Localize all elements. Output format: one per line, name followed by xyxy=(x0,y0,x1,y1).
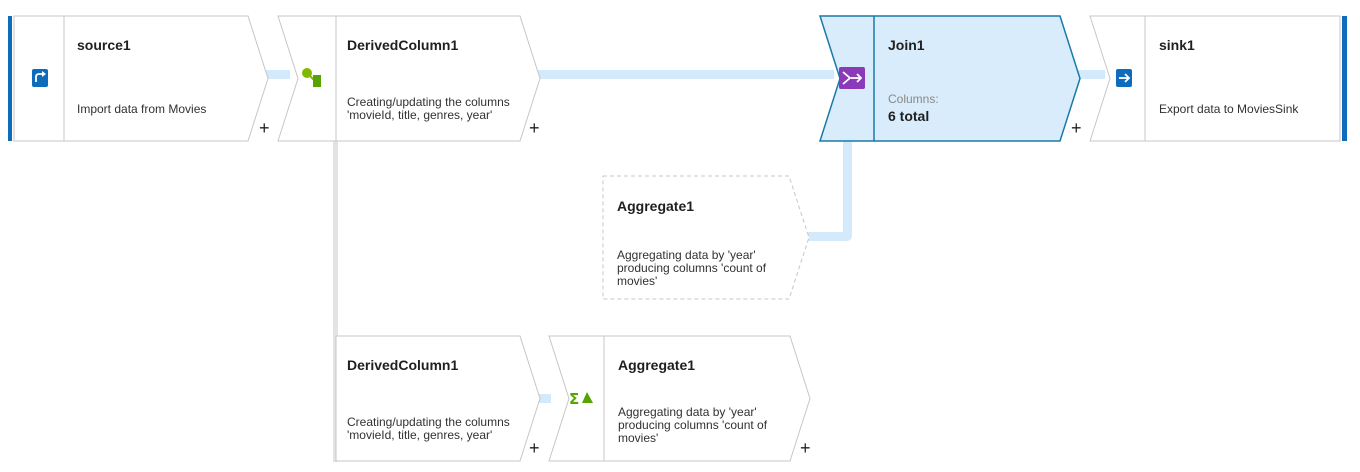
connector-join-aggregate-vertical xyxy=(843,141,852,235)
derived-bottom-description-line-2: 'movieId, title, genres, year' xyxy=(347,428,493,442)
aggregate-bottom-add-button[interactable]: + xyxy=(800,438,811,458)
source-icon xyxy=(32,69,48,87)
join1-title: Join1 xyxy=(888,37,925,53)
join1-columns-value: 6 total xyxy=(888,108,930,124)
connector-join-aggregate-elbow xyxy=(808,232,852,241)
aggregate-ref-title: Aggregate1 xyxy=(617,198,695,214)
derived-top-shape xyxy=(277,15,541,142)
connector-derived-to-aggregate-bottom xyxy=(538,394,551,403)
source1-add-button[interactable]: + xyxy=(259,118,270,138)
aggregate-bottom-description: Aggregating data by 'year' producing col… xyxy=(618,406,767,445)
derived-top-add-button[interactable]: + xyxy=(529,118,540,138)
aggregate-bottom-title: Aggregate1 xyxy=(618,357,696,373)
node-join1[interactable] xyxy=(818,15,1081,142)
derived-top-description-line-2: 'movieId, title, genres, year' xyxy=(347,108,493,122)
sink1-title: sink1 xyxy=(1159,37,1195,53)
node-derived-column-top[interactable] xyxy=(277,15,541,142)
node-source1[interactable] xyxy=(8,15,269,142)
branch-line xyxy=(333,140,338,462)
aggregate-ref-description: Aggregating data by 'year' producing col… xyxy=(617,249,766,288)
sink1-shape xyxy=(1089,15,1341,142)
join1-columns-label: Columns: xyxy=(888,92,939,106)
aggregate-ref-shape xyxy=(602,175,810,300)
aggregate-ref-description-line-2: producing columns 'count of xyxy=(617,261,767,275)
aggregate-bottom-description-line-1: Aggregating data by 'year' xyxy=(618,405,757,419)
derived-bottom-description-line-1: Creating/updating the columns xyxy=(347,415,510,429)
derived-bottom-description: Creating/updating the columns 'movieId, … xyxy=(347,416,510,442)
source1-description: Import data from Movies xyxy=(77,102,207,116)
join1-add-button[interactable]: + xyxy=(1071,118,1082,138)
aggregate-bottom-description-line-2: producing columns 'count of xyxy=(618,418,768,432)
svg-text:Σ: Σ xyxy=(569,390,579,408)
derived-bottom-add-button[interactable]: + xyxy=(529,438,540,458)
node-aggregate-reference[interactable] xyxy=(602,175,810,300)
sink-icon xyxy=(1116,69,1132,87)
sink1-description: Export data to MoviesSink xyxy=(1159,102,1299,116)
join-icon xyxy=(839,67,865,89)
connector-join-to-sink xyxy=(1078,70,1105,79)
derived-bottom-title: DerivedColumn1 xyxy=(347,357,459,373)
aggregate-icon: Σ xyxy=(569,390,593,408)
sink-accent-bar xyxy=(1342,16,1347,141)
node-aggregate-bottom[interactable]: Σ xyxy=(548,335,811,462)
node-sink1[interactable] xyxy=(1089,15,1347,142)
source1-shape xyxy=(13,15,269,142)
connector-derived-to-join xyxy=(538,70,834,79)
derived-bottom-shape xyxy=(335,335,541,462)
derived-top-title: DerivedColumn1 xyxy=(347,37,459,53)
derived-top-description: Creating/updating the columns 'movieId, … xyxy=(347,96,510,122)
aggregate-ref-description-line-1: Aggregating data by 'year' xyxy=(617,248,756,262)
aggregate-ref-description-line-3: movies' xyxy=(617,274,658,288)
derived-top-description-line-1: Creating/updating the columns xyxy=(347,95,510,109)
connectors xyxy=(266,70,1105,462)
derived-column-icon xyxy=(302,68,321,87)
aggregate-bottom-description-line-3: movies' xyxy=(618,431,659,445)
aggregate-bottom-shape xyxy=(548,335,811,462)
source-accent-bar xyxy=(8,16,12,141)
connector-source-to-derived xyxy=(266,70,290,79)
source1-title: source1 xyxy=(77,37,131,53)
node-derived-column-bottom[interactable] xyxy=(335,335,541,462)
